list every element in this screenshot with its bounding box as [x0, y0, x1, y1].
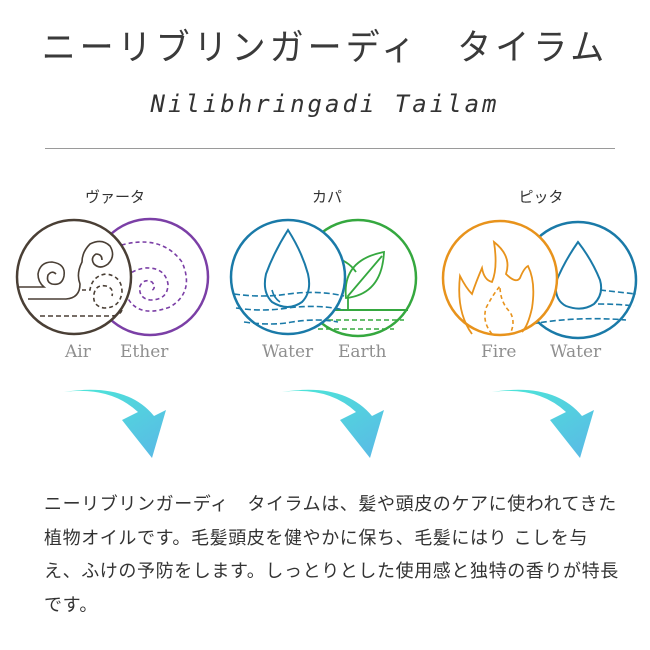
element-label-ether: Ether — [120, 342, 169, 362]
dosha-vata: ヴァータ Air Ether — [10, 180, 220, 375]
dosha-kapha: カパ Water Earth — [222, 180, 432, 375]
dosha-name: ピッタ — [518, 188, 564, 206]
divider — [45, 148, 615, 149]
element-label-air: Air — [65, 342, 91, 362]
dosha-name: カパ — [311, 188, 342, 206]
element-label-earth: Earth — [338, 342, 387, 362]
page-title-en: Nilibhringadi Tailam — [150, 90, 500, 118]
element-label-water: Water — [262, 342, 314, 362]
curved-arrow-down-icon — [282, 389, 384, 458]
dosha-name: ヴァータ — [84, 188, 145, 206]
air-wind-icon — [15, 218, 133, 336]
element-label-water: Water — [550, 342, 602, 362]
dosha-pitta: ピッタ Fire Water — [436, 180, 646, 375]
page-title-jp: ニーリブリンガーディ タイラム — [41, 27, 609, 70]
fire-flame-icon — [441, 219, 559, 337]
curved-arrow-down-icon — [64, 389, 166, 458]
water-drop-icon — [229, 218, 347, 336]
product-description: ニーリブリンガーディ タイラムは、髪や頭皮のケアに使われてきた植物オイルです。毛… — [44, 494, 619, 616]
element-label-fire: Fire — [481, 342, 517, 362]
curved-arrow-down-icon — [492, 389, 594, 458]
